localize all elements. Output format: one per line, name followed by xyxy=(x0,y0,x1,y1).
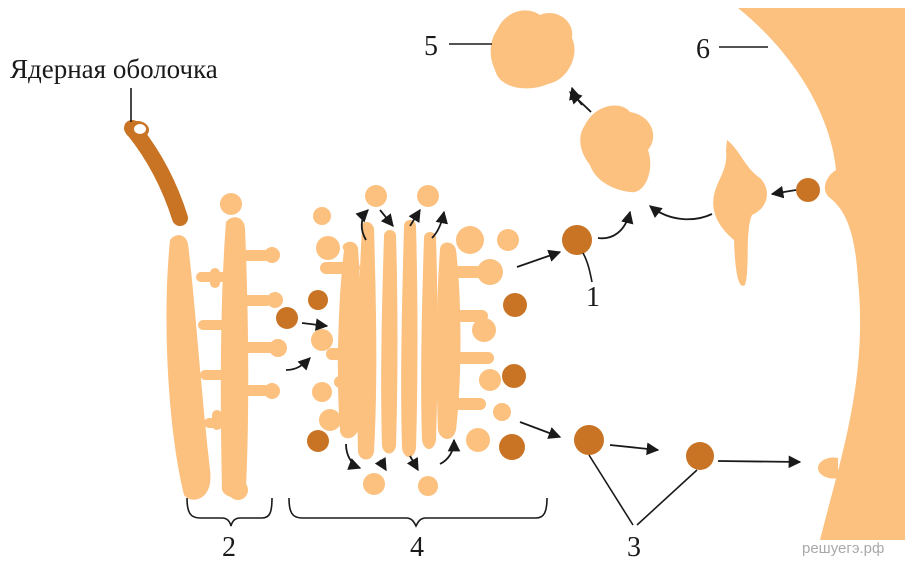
lysosome-vesicle xyxy=(562,225,592,255)
cell-membrane xyxy=(738,8,905,540)
bracket-2 xyxy=(186,497,273,527)
endocytic-vacuole xyxy=(713,140,767,286)
nuclear-envelope xyxy=(124,120,188,226)
label-2: 2 xyxy=(222,532,236,563)
secretory-vesicle xyxy=(686,442,714,470)
endoplasmic-reticulum xyxy=(166,193,287,500)
endocytic-vesicle xyxy=(796,178,820,202)
label-1: 1 xyxy=(586,282,600,313)
transport-vesicle xyxy=(276,307,298,329)
bracket-4 xyxy=(288,497,548,528)
nuclear-envelope-label: Ядерная оболочка xyxy=(10,54,218,84)
transport-vesicle xyxy=(307,430,329,452)
secretory-vesicle xyxy=(502,364,526,388)
leaders xyxy=(449,43,768,526)
golgi-apparatus xyxy=(309,185,519,496)
label-5: 5 xyxy=(424,31,438,62)
vesicles xyxy=(276,178,820,470)
digestive-vacuole xyxy=(490,10,575,89)
label-3: 3 xyxy=(627,532,641,563)
label-6: 6 xyxy=(696,34,710,65)
secretory-vesicle xyxy=(499,434,525,460)
flow-arrows xyxy=(285,86,802,472)
lysosome-forms xyxy=(490,10,767,286)
secretory-vesicle xyxy=(574,425,604,455)
watermark: решуегэ.рф xyxy=(802,540,884,557)
phagolysosome xyxy=(580,105,654,193)
label-4: 4 xyxy=(410,532,424,563)
brackets xyxy=(186,497,548,528)
secretory-vesicle xyxy=(503,293,527,317)
transport-vesicle xyxy=(308,290,328,310)
